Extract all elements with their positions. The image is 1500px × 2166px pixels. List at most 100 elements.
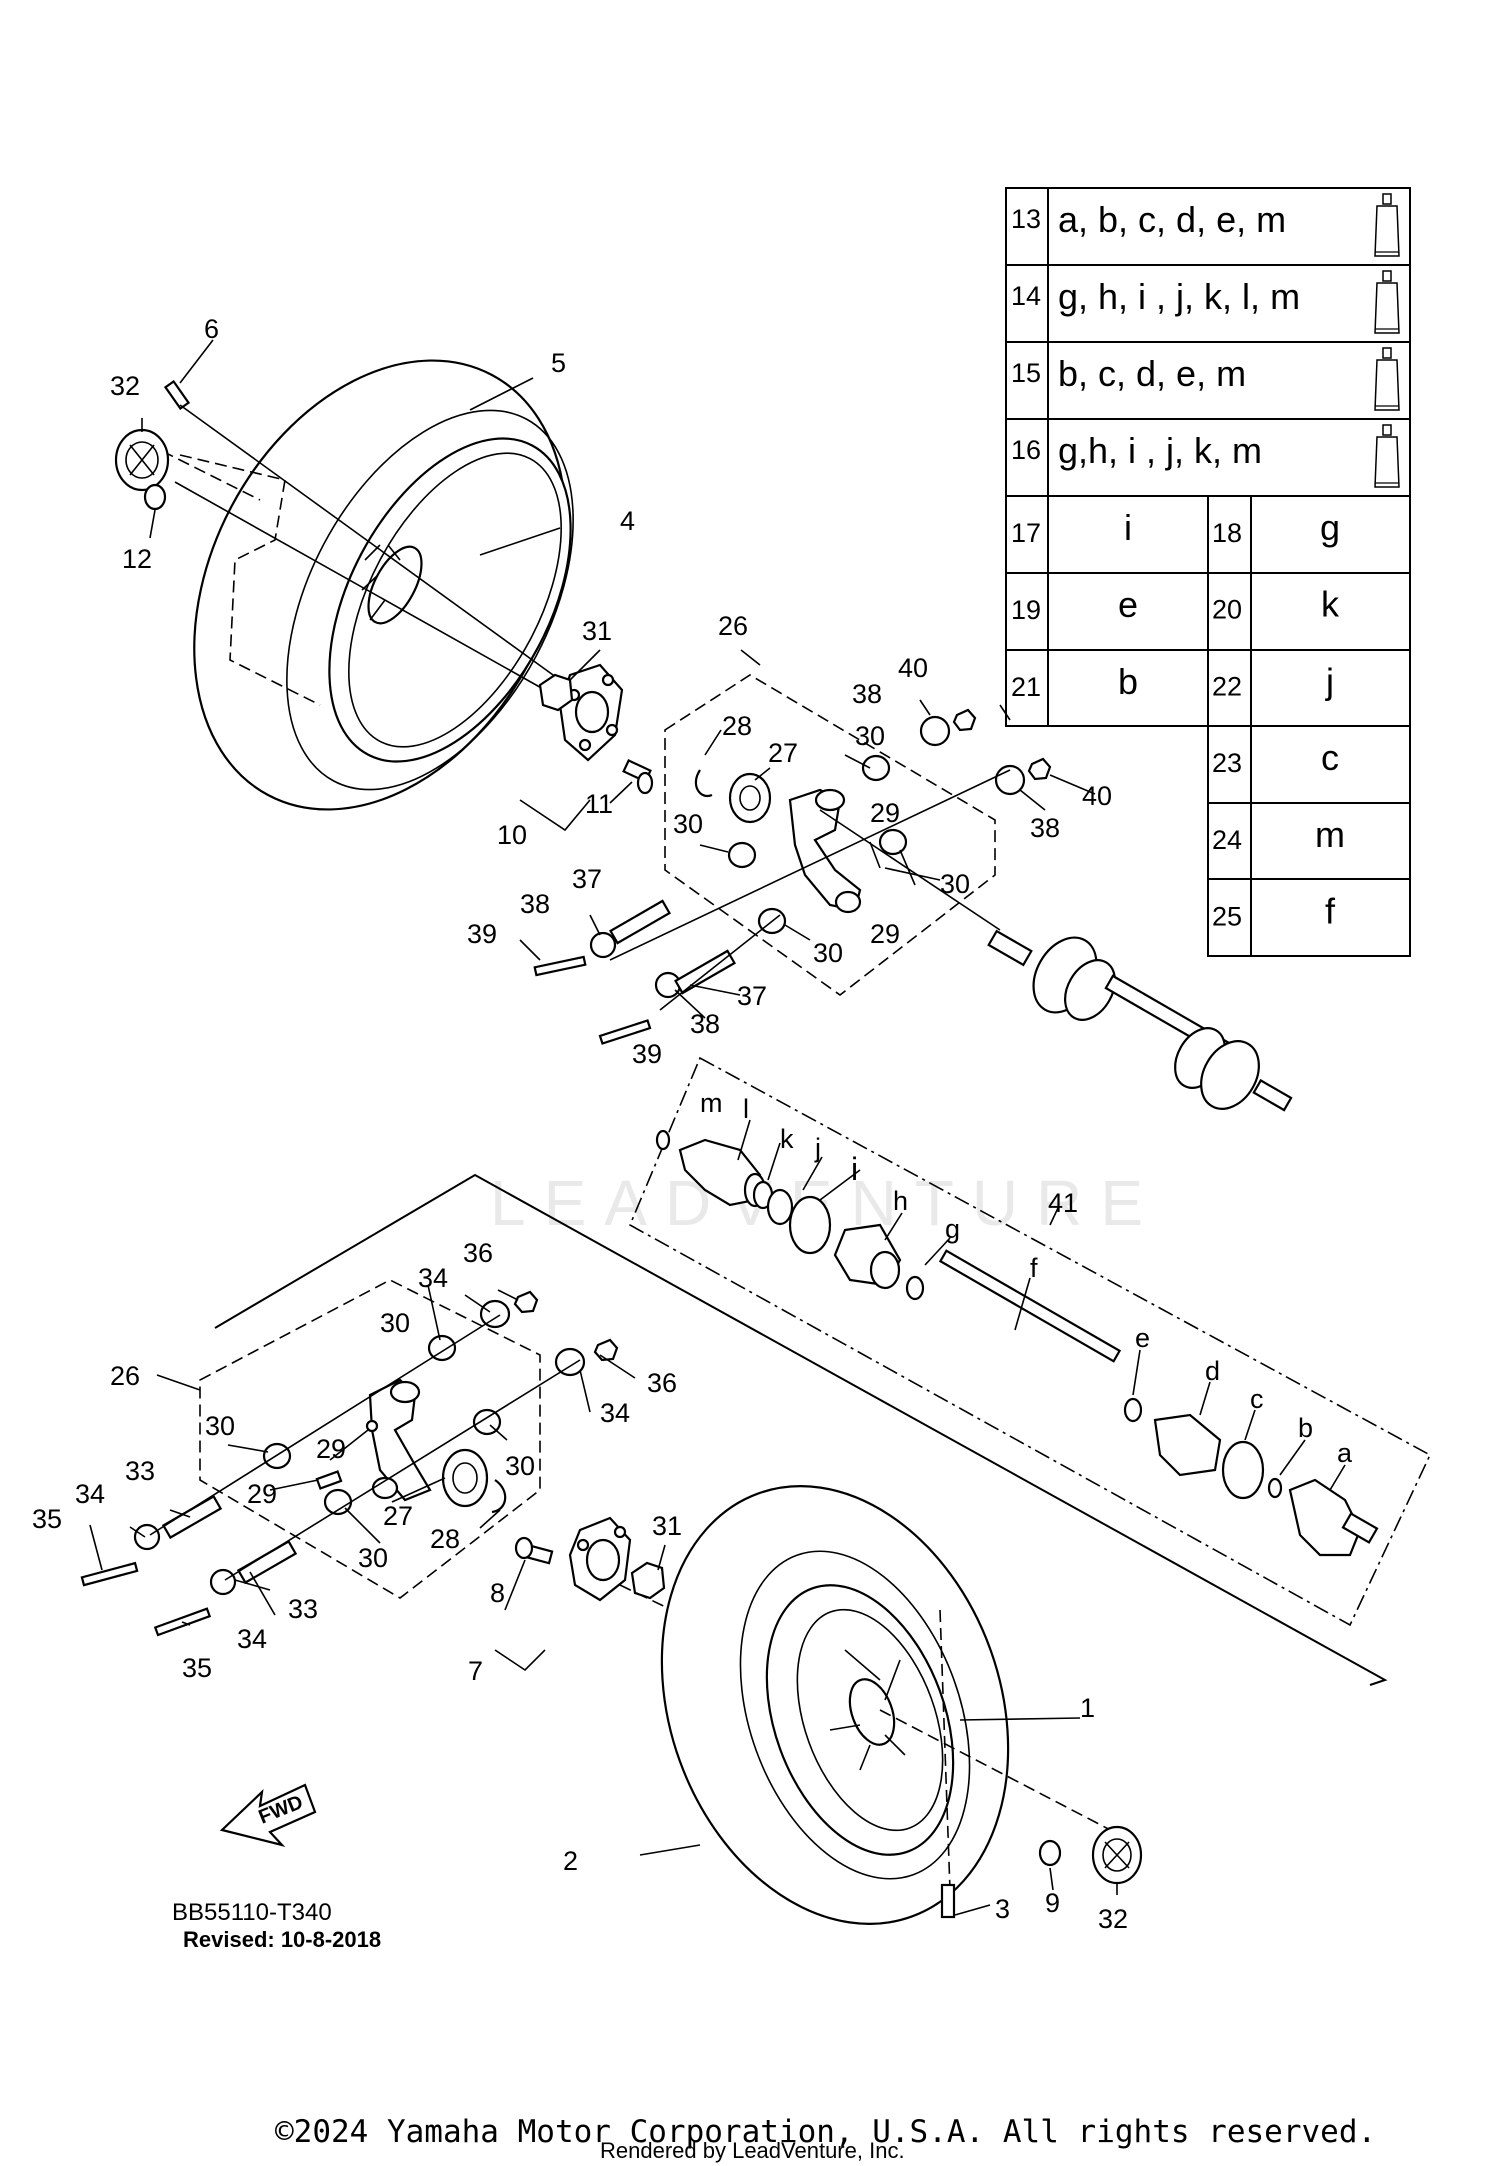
code-row-number: 20 <box>1212 595 1242 625</box>
callout-29-lower-a: 29 <box>316 1434 346 1464</box>
code-row-value: e <box>1118 584 1138 625</box>
code-row-number: 24 <box>1212 825 1242 855</box>
lower-axis-line <box>879 1709 1121 1836</box>
forward-arrow-icon: FWD <box>219 1783 317 1847</box>
lower-rim <box>765 1584 955 1856</box>
grease-tube-icon <box>1374 424 1400 488</box>
label-h: h <box>893 1186 908 1216</box>
callout-9: 9 <box>1045 1888 1060 1918</box>
callout-39-b: 39 <box>632 1039 662 1069</box>
label-m: m <box>700 1088 723 1118</box>
bearing-lower <box>441 1448 489 1508</box>
knuckle-group-lower <box>199 1279 541 1599</box>
code-row-value: j <box>1325 660 1334 701</box>
callout-31-upper: 31 <box>582 616 612 646</box>
wheel-cap-lower <box>1091 1825 1143 1885</box>
code-row-number: 18 <box>1212 518 1242 548</box>
callout-30-upper-d: 30 <box>813 938 843 968</box>
hub-stud-lower <box>514 1536 554 1565</box>
callout-34-d: 34 <box>237 1624 267 1654</box>
callout-30-upper-a: 30 <box>855 721 885 751</box>
callout-27-upper: 27 <box>768 738 798 768</box>
bolts-upper <box>533 955 652 1045</box>
callout-29-upper-b: 29 <box>870 919 900 949</box>
callout-7: 7 <box>468 1656 483 1686</box>
lube-row-parts: a, b, c, d, e, m <box>1058 199 1286 240</box>
callout-31-lower: 31 <box>652 1511 682 1541</box>
callout-38-b: 38 <box>1030 813 1060 843</box>
callout-28-lower: 28 <box>430 1524 460 1554</box>
washers-lower <box>133 1523 237 1596</box>
driveshaft-axis-upper <box>819 809 1001 931</box>
code-row-value: i <box>1124 507 1132 548</box>
callout-33-b: 33 <box>288 1594 318 1624</box>
lube-row-number: 16 <box>1011 435 1041 465</box>
lube-row-number: 14 <box>1011 281 1041 311</box>
code-row-value: f <box>1325 891 1336 932</box>
callout-30-lower-d: 30 <box>358 1543 388 1573</box>
lug-nut-lower <box>1038 1839 1062 1867</box>
label-j: j <box>814 1133 821 1163</box>
code-row-number: 19 <box>1011 595 1041 625</box>
callout-26-upper: 26 <box>718 611 748 641</box>
callout-30-upper-c: 30 <box>940 869 970 899</box>
revised-date: Revised: 10-8-2018 <box>183 1927 381 1952</box>
callout-38-d: 38 <box>690 1009 720 1039</box>
lube-row-number: 13 <box>1011 204 1041 234</box>
callout-11: 11 <box>585 789 613 819</box>
label-k: k <box>780 1124 794 1154</box>
callout-28-upper: 28 <box>722 711 752 741</box>
label-i: i <box>851 1151 858 1187</box>
callout-40-b: 40 <box>1082 781 1112 811</box>
grease-tube-icon <box>1374 347 1400 411</box>
callout-35-b: 35 <box>182 1653 212 1683</box>
valve-projection <box>939 1609 951 1891</box>
bolts-lower <box>80 1561 212 1637</box>
label-a: a <box>1337 1438 1353 1468</box>
wheel-hub-lower <box>568 1516 632 1602</box>
callout-40-a: 40 <box>898 653 928 683</box>
axle-nut-lower <box>630 1561 666 1600</box>
callout-10: 10 <box>497 820 527 850</box>
lube-row-parts: g, h, i , j, k, l, m <box>1058 276 1300 317</box>
label-c: c <box>1250 1384 1264 1414</box>
pins-lower <box>161 1494 298 1585</box>
callout-37-a: 37 <box>572 864 602 894</box>
pivot-axis-lower-a <box>149 1314 501 1536</box>
callout-33-a: 33 <box>125 1456 155 1486</box>
pins-upper <box>609 899 736 995</box>
bracket-10 <box>519 799 591 832</box>
driveshaft-group-lower <box>628 1056 1432 1627</box>
callout-3: 3 <box>995 1894 1010 1924</box>
callout-12: 12 <box>122 544 152 574</box>
axle-nut-upper <box>538 673 574 712</box>
label-l: l <box>743 1094 749 1124</box>
grease-tube-icon <box>1374 270 1400 334</box>
leader-lines <box>89 339 1346 1916</box>
callout-2: 2 <box>563 1846 578 1876</box>
code-row-number: 22 <box>1212 671 1242 701</box>
valve-stem-upper <box>163 379 561 681</box>
code-row-value: g <box>1320 507 1340 548</box>
callout-34-a: 34 <box>418 1263 448 1293</box>
callout-5: 5 <box>551 348 566 378</box>
hub-stud-upper <box>622 759 654 795</box>
label-e: e <box>1135 1323 1150 1353</box>
callout-30-lower-c: 30 <box>505 1451 535 1481</box>
callout-36-b: 36 <box>647 1368 677 1398</box>
callout-34-c: 34 <box>75 1479 105 1509</box>
bearing-upper <box>728 772 772 824</box>
lower-frame-line <box>214 1173 1388 1686</box>
lug-nut-upper <box>143 483 167 511</box>
code-row-number: 21 <box>1011 672 1041 702</box>
callout-30-upper-b: 30 <box>673 809 703 839</box>
pivot-axis-lower-b <box>224 1359 581 1581</box>
knuckle-group-upper <box>664 674 996 996</box>
circlip-lower <box>491 1479 507 1514</box>
callout-32-upper: 32 <box>110 371 140 401</box>
callout-30-lower-b: 30 <box>205 1411 235 1441</box>
code-row-number: 23 <box>1212 748 1242 778</box>
callout-32-lower: 32 <box>1098 1904 1128 1934</box>
